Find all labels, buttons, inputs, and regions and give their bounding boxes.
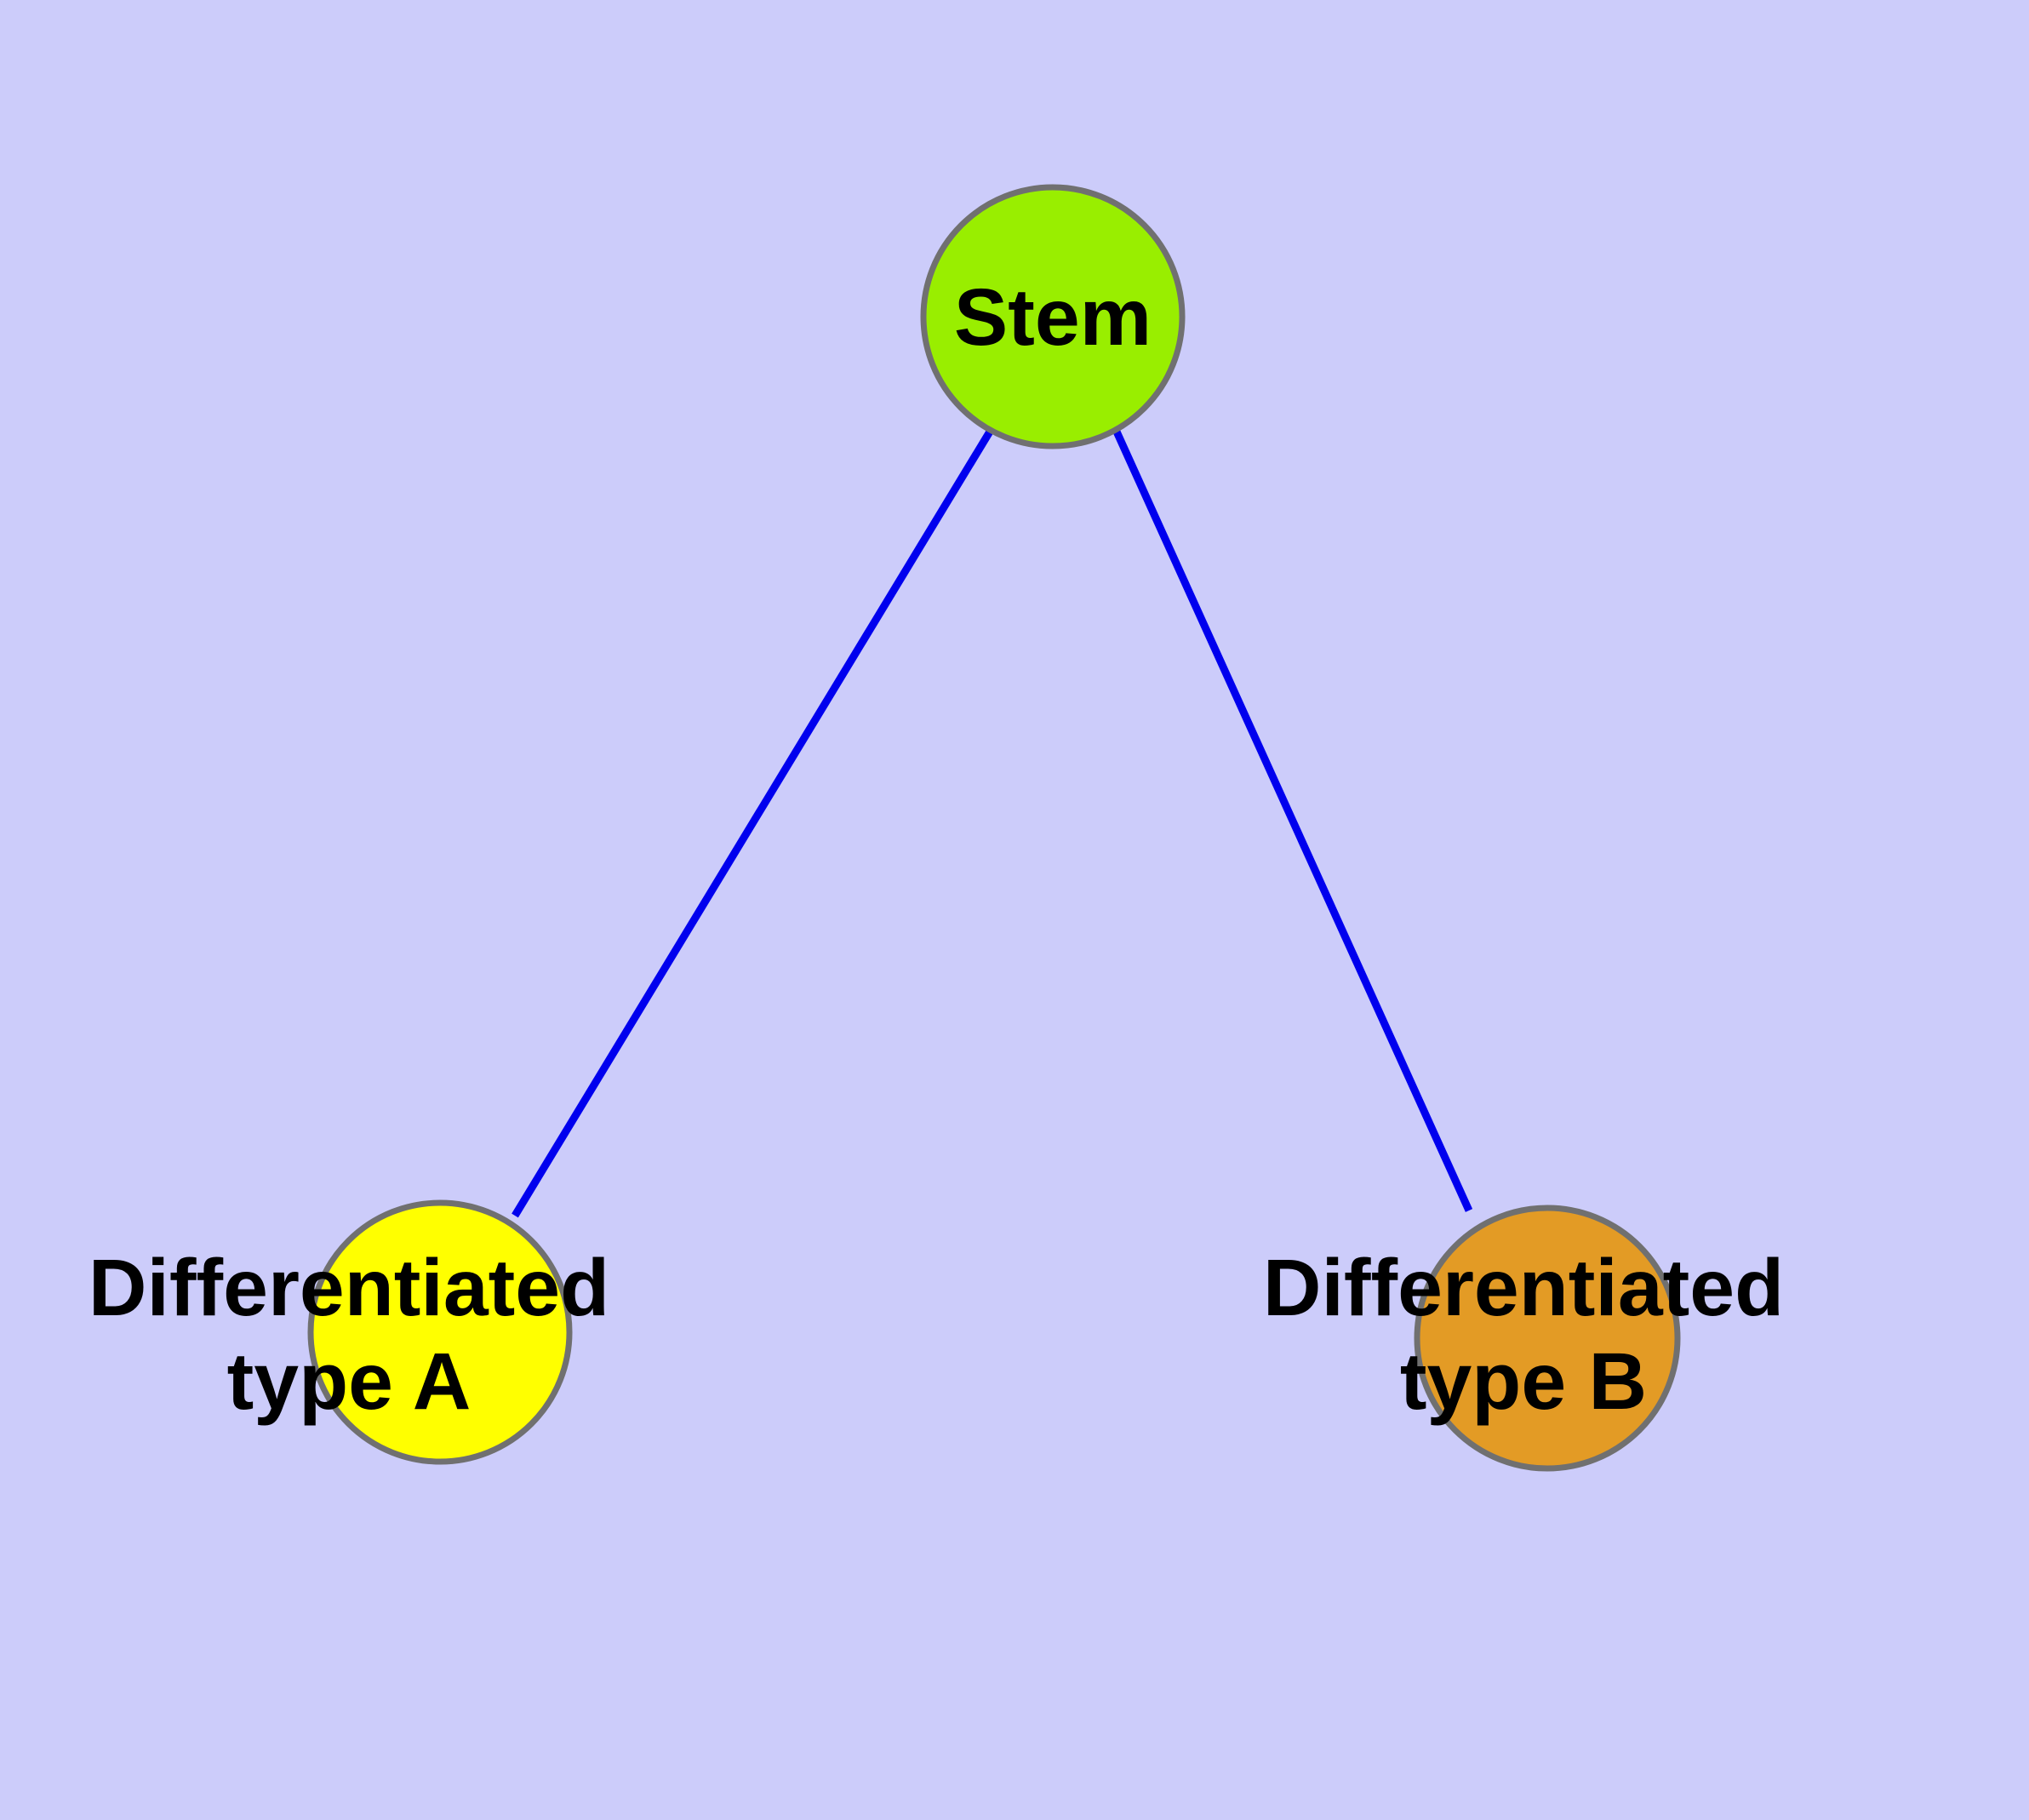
node-circle-diff_a[interactable] (307, 1199, 573, 1465)
node-label-stem: Stem (954, 272, 1152, 363)
node-label-line: type A (227, 1336, 472, 1427)
edge-stem-to-a[interactable] (512, 429, 993, 1218)
node-circle-diff_b[interactable] (1414, 1205, 1681, 1472)
node-label-line: type B (1400, 1336, 1647, 1427)
edge-stem-to-b[interactable] (1112, 430, 1473, 1212)
node-label-line: Differentiated (1263, 1243, 1784, 1333)
edges-layer (512, 429, 1473, 1218)
node-circle-stem[interactable] (920, 184, 1186, 449)
nodes-layer (307, 184, 1681, 1472)
node-label-line: Differentiated (89, 1243, 609, 1333)
node-label-line: Stem (954, 272, 1152, 363)
